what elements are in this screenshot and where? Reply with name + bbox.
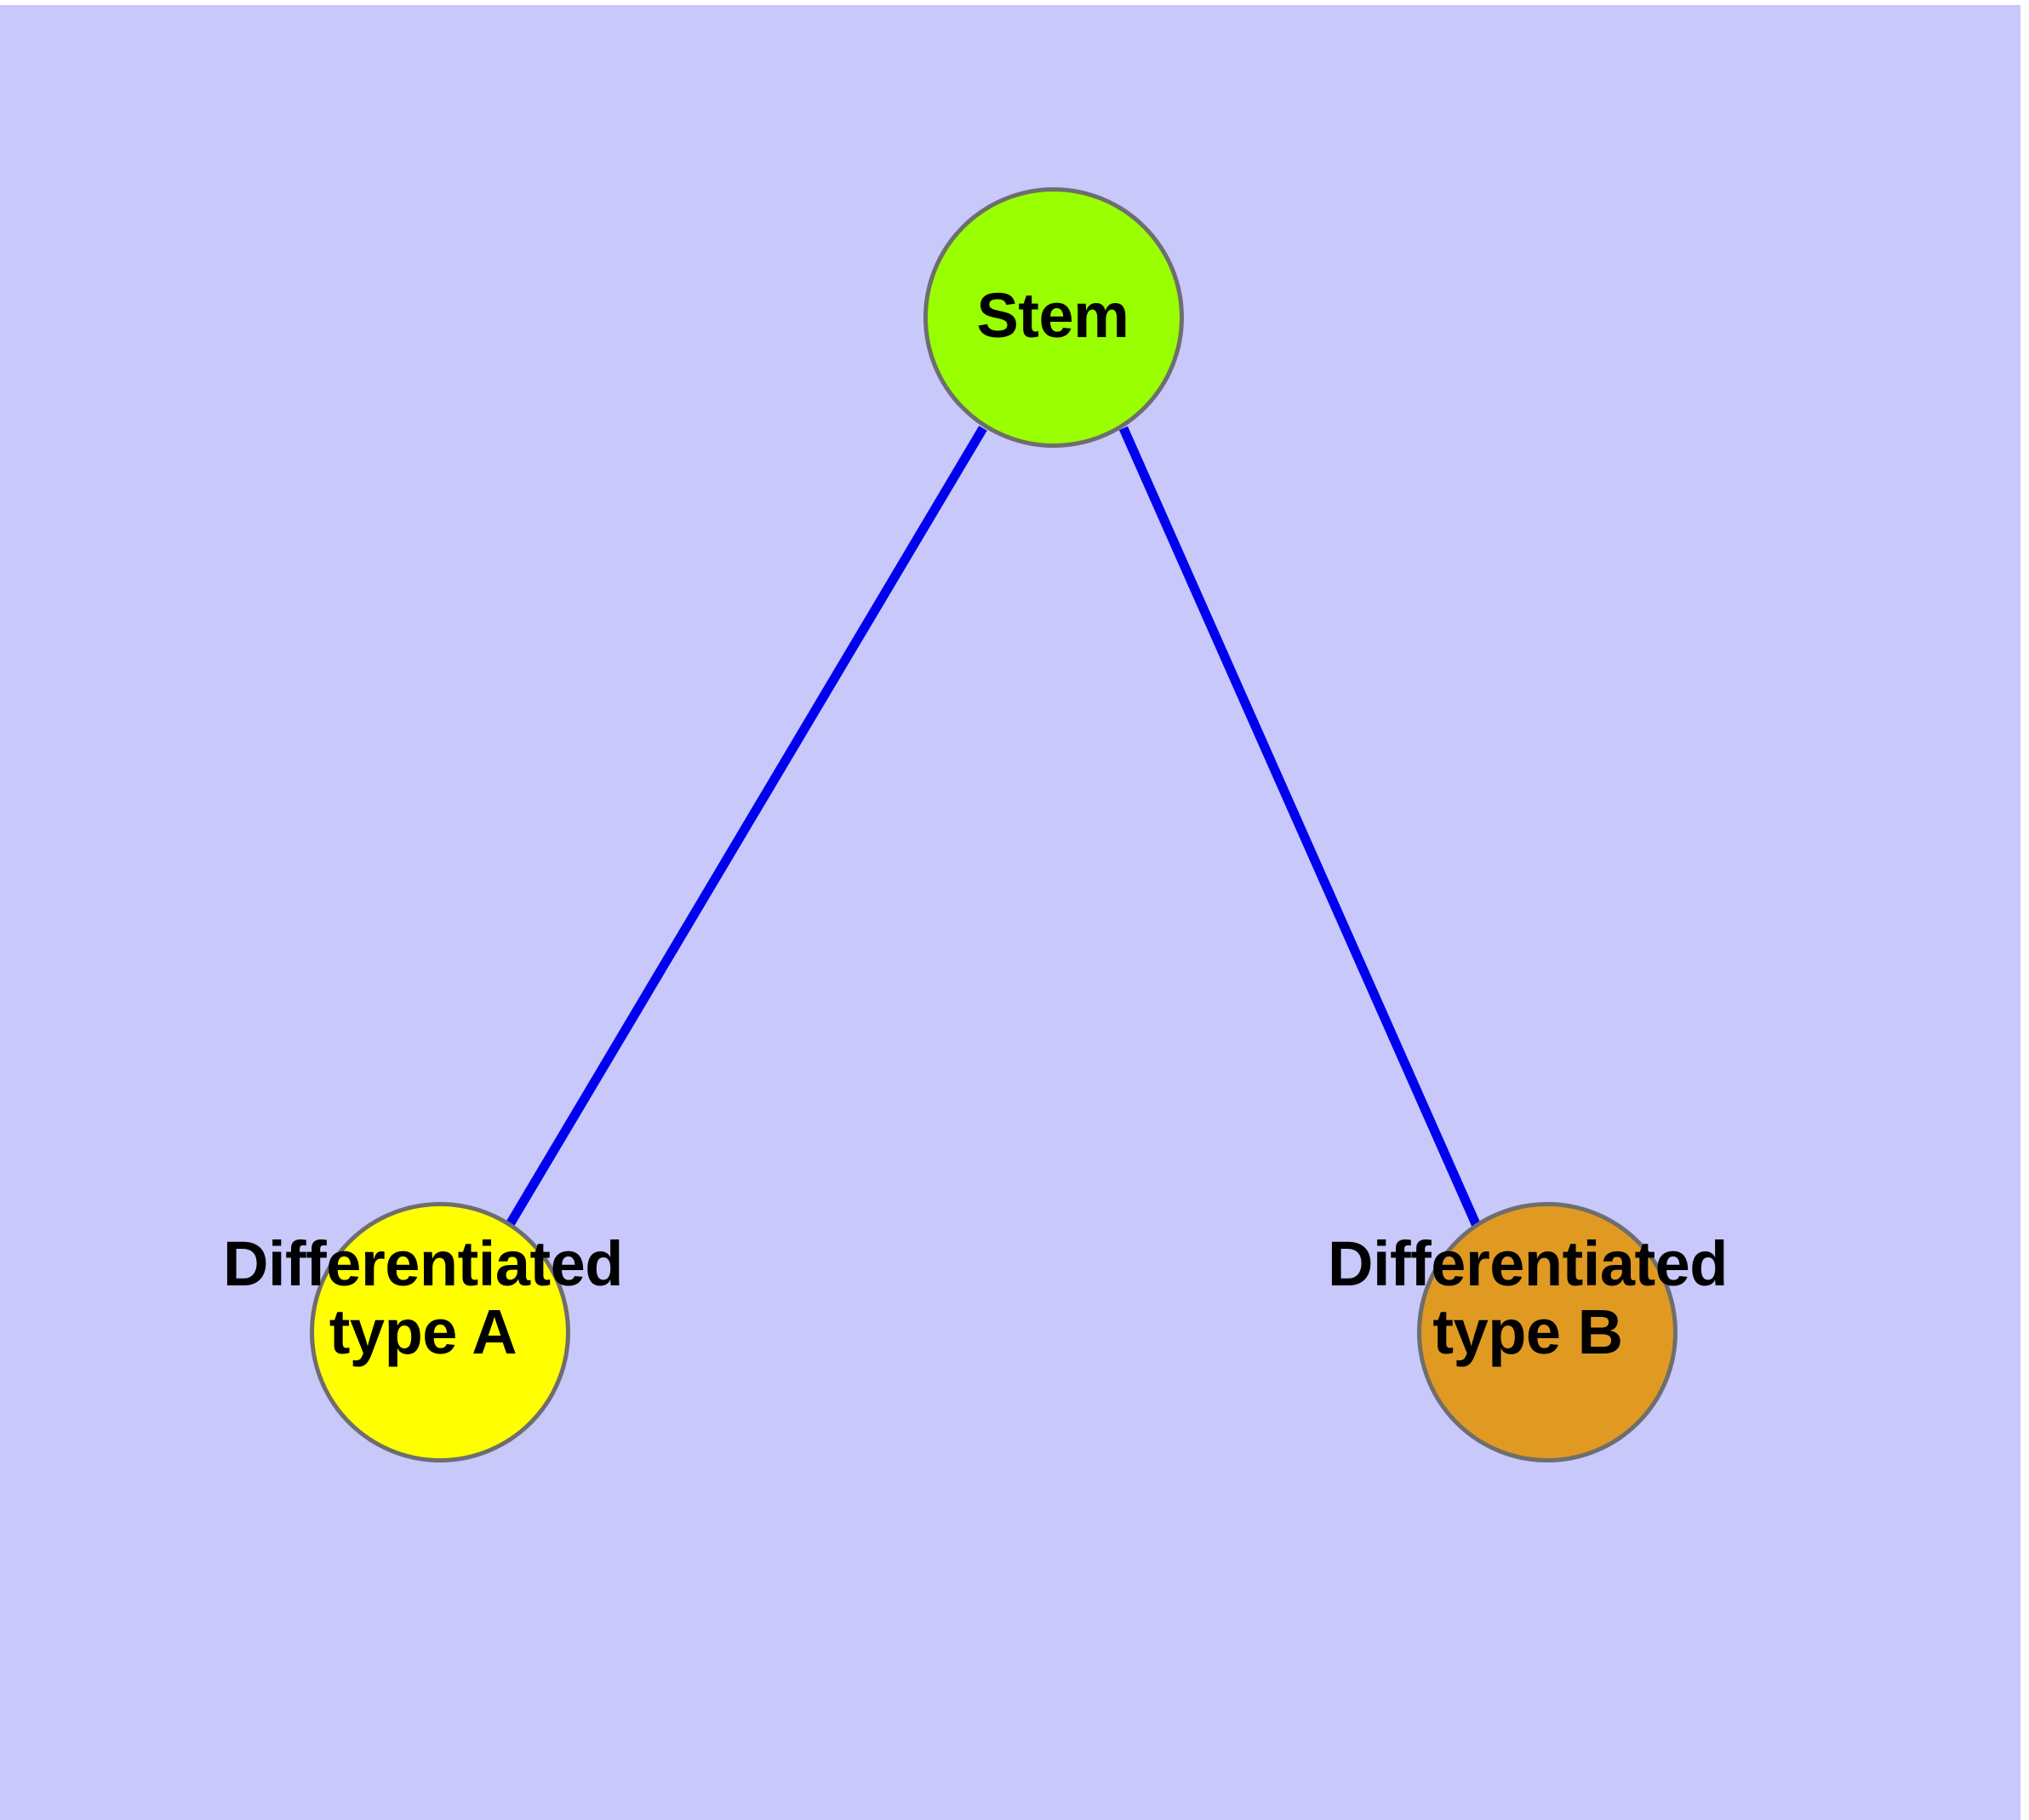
edge-layer [505,426,1482,1228]
graph-background: Stem Differentiated type A Differentiate… [0,5,2020,1820]
node-differentiated-type-a[interactable] [310,1202,570,1462]
edge-stem-to-differentiated-type-b [1118,426,1482,1228]
node-stem[interactable] [923,187,1184,448]
node-differentiated-type-b[interactable] [1417,1202,1677,1462]
edge-stem-to-differentiated-type-a [505,426,987,1228]
